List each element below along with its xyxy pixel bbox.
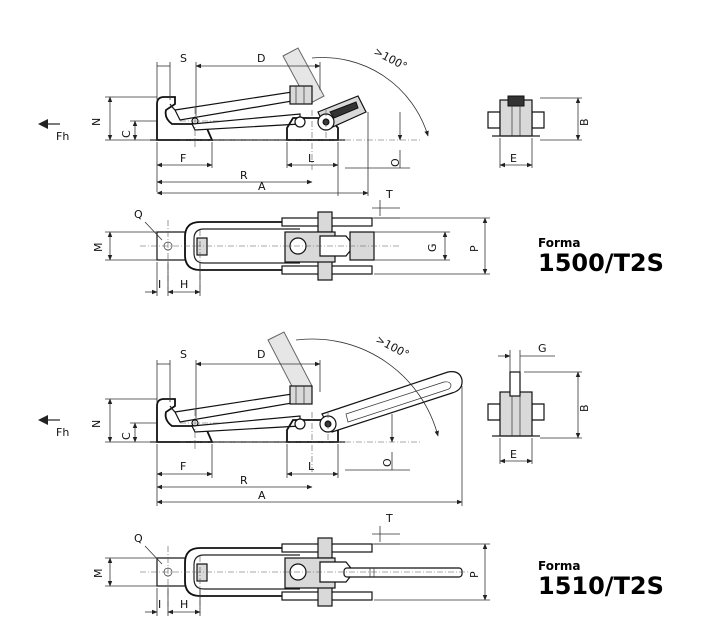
dim-label-q: Q — [134, 208, 143, 221]
force-arrow: Fh — [38, 415, 69, 439]
dim-label-a: A — [258, 180, 266, 193]
hook-plate — [156, 398, 214, 443]
dim-label-t: T — [385, 512, 393, 525]
dim-label-g: G — [538, 342, 547, 355]
dim-label-i: I — [158, 278, 161, 291]
dim-label-f: F — [180, 152, 186, 165]
dim-label-c: C — [120, 432, 133, 440]
dim-label-d: D — [257, 348, 265, 361]
adjust-nut — [289, 385, 313, 405]
dim-label-n: N — [90, 118, 103, 126]
force-arrow: Fh — [38, 119, 69, 143]
form-1500-top-view — [140, 211, 400, 290]
form-1500-side-view — [150, 47, 420, 170]
dim-label-s: S — [180, 52, 187, 65]
dim-label-b: B — [578, 118, 591, 126]
form-1510-dimensions: S D N C F L R A O — [90, 348, 463, 506]
dim-label-i: I — [158, 598, 161, 611]
force-label: Fh — [56, 130, 69, 143]
lever-handle — [321, 371, 463, 433]
phantom-handle — [267, 331, 313, 395]
loop-block — [196, 237, 208, 256]
angle-label: >100° — [372, 45, 410, 73]
dim-label-s: S — [180, 348, 187, 361]
dim-label-n: N — [90, 420, 103, 428]
form-1510-top-view — [140, 537, 470, 614]
safety-lock — [329, 101, 359, 119]
dim-label-g: G — [426, 243, 439, 252]
connecting-link — [191, 113, 301, 131]
lever-plan — [343, 567, 463, 578]
dim-label-c: C — [120, 130, 133, 138]
forma-label: Forma — [538, 559, 580, 573]
dim-label-m: M — [92, 243, 105, 253]
form-1510-top-dimensions: Q M I H T P — [92, 512, 490, 616]
dim-label-q: Q — [134, 532, 143, 545]
angle-label: >100° — [374, 333, 412, 361]
dim-label-a: A — [258, 489, 266, 502]
force-label: Fh — [56, 426, 69, 439]
dim-label-p: P — [468, 571, 481, 578]
dim-label-m: M — [92, 569, 105, 579]
form-1510-side-view — [150, 331, 463, 472]
dim-label-h: H — [180, 598, 188, 611]
forma-label: Forma — [538, 236, 580, 250]
angle-arc — [295, 338, 439, 437]
base-pivot — [294, 116, 306, 128]
forma-code: 1500/T2S — [538, 249, 664, 277]
form-1500-end-view: B E — [487, 95, 591, 168]
dim-label-e: E — [510, 448, 517, 461]
form-1500-top-dimensions: Q M I H T G P — [92, 188, 490, 296]
form-1500-dimensions: S D N C F L R A O — [90, 52, 410, 196]
dim-label-h: H — [180, 278, 188, 291]
lever-end — [509, 371, 521, 397]
dim-label-l: L — [308, 460, 315, 473]
dim-label-d: D — [257, 52, 265, 65]
dim-label-o: O — [389, 158, 402, 167]
dim-label-t: T — [385, 188, 393, 201]
dim-label-p: P — [468, 245, 481, 252]
hook-plate — [156, 96, 214, 141]
adjust-nut — [289, 85, 313, 105]
dim-label-e: E — [510, 152, 517, 165]
dim-label-l: L — [308, 152, 315, 165]
form-1510-end-view: G B E — [487, 342, 591, 464]
dim-label-b: B — [578, 404, 591, 412]
angle-arc — [311, 57, 429, 137]
dim-label-o: O — [381, 458, 394, 467]
dim-label-r: R — [240, 169, 248, 182]
dim-label-f: F — [180, 460, 186, 473]
forma-code: 1510/T2S — [538, 572, 664, 600]
dim-label-r: R — [240, 474, 248, 487]
